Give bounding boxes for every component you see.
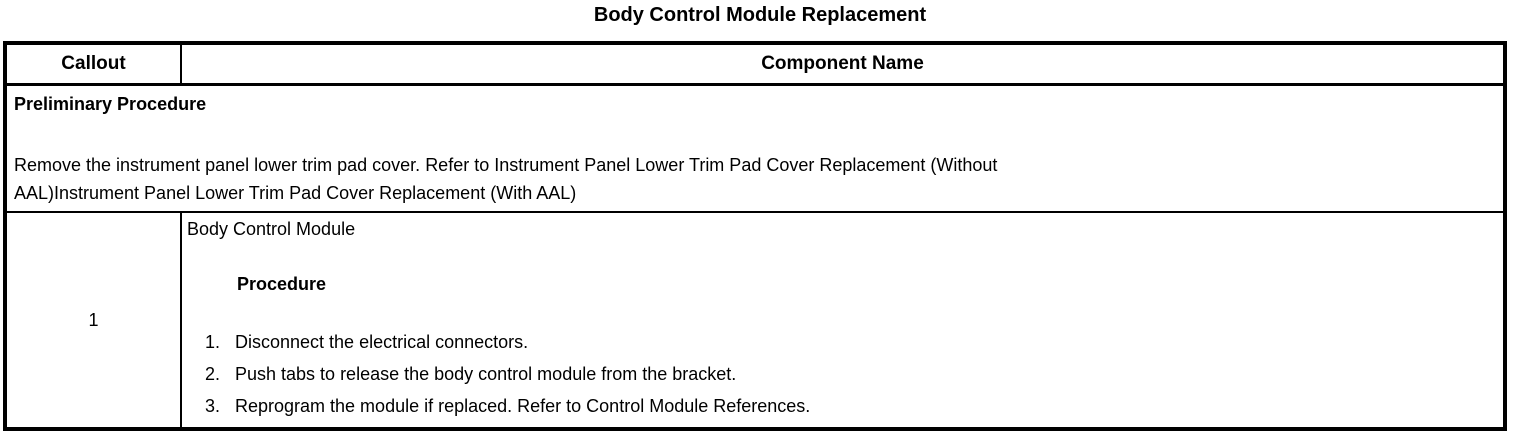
procedure-step: Reprogram the module if replaced. Refer …: [225, 395, 1493, 417]
preliminary-procedure-row: Preliminary Procedure Remove the instrum…: [7, 86, 1503, 213]
column-header-component-name: Component Name: [761, 52, 924, 74]
table-row: 1 Body Control Module Procedure Disconne…: [7, 213, 1503, 427]
component-name: Body Control Module: [187, 219, 356, 239]
page-title: Body Control Module Replacement: [593, 4, 927, 26]
callout-number: 1: [7, 213, 182, 427]
procedure-step: Push tabs to release the body control mo…: [225, 363, 1493, 385]
procedure-table: Callout Component Name Preliminary Proce…: [3, 41, 1507, 431]
procedure-steps-list: Disconnect the electrical connectors. Pu…: [187, 331, 1493, 417]
table-header-row: Callout Component Name: [7, 45, 1503, 86]
component-cell: Body Control Module Procedure Disconnect…: [182, 213, 1503, 427]
column-header-callout: Callout: [7, 45, 182, 83]
preliminary-procedure-heading: Preliminary Procedure: [14, 93, 207, 114]
preliminary-procedure-text: Remove the instrument panel lower trim p…: [14, 154, 998, 203]
procedure-step: Disconnect the electrical connectors.: [225, 331, 1493, 353]
procedure-heading: Procedure: [237, 274, 327, 294]
